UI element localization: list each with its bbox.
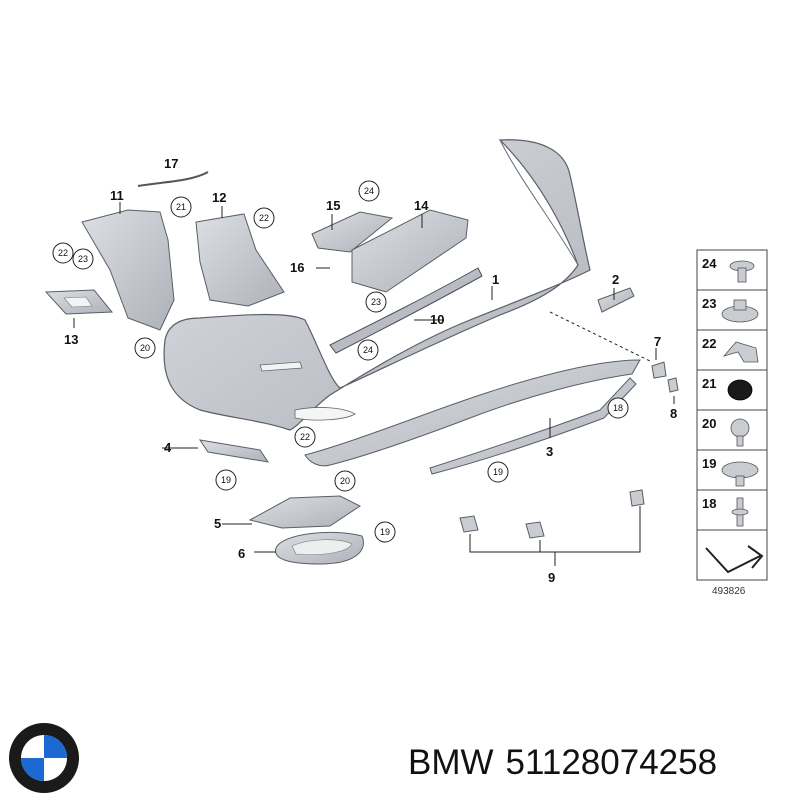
reflector-part-13-inner [63, 296, 93, 308]
fastener-22-icon [722, 341, 759, 363]
legend-22: 22 [702, 336, 716, 351]
callout-7: 7 [654, 334, 661, 349]
part-9-bracket-line [469, 506, 641, 566]
fastener-23-icon [721, 299, 759, 323]
circ-21: 21 [176, 202, 186, 212]
legend-24: 24 [702, 256, 717, 271]
bmw-logo [9, 723, 79, 793]
diagram-id: 493826 [712, 586, 746, 597]
bracket-part-14 [351, 209, 469, 293]
fastener-24-icon [729, 260, 755, 283]
number-callouts: 17 11 12 15 14 16 1 2 13 10 7 8 4 3 5 6 … [64, 156, 677, 585]
circ-19-c: 19 [380, 527, 390, 537]
callout-16: 16 [290, 260, 304, 275]
brand-name: BMW [408, 743, 494, 782]
clip-part-9-b [525, 521, 545, 539]
legend-19: 19 [702, 456, 716, 471]
circ-23-a: 23 [78, 254, 88, 264]
legend-20: 20 [702, 416, 716, 431]
callout-9: 9 [548, 570, 555, 585]
fastener-20-icon [730, 418, 750, 447]
fastener-18-icon [731, 497, 749, 527]
callout-2: 2 [612, 272, 619, 287]
fastener-19-icon [721, 461, 759, 487]
legend-23: 23 [702, 296, 716, 311]
bracket-part-11 [81, 209, 175, 331]
diffuser-trim-part [304, 359, 641, 467]
callout-4: 4 [164, 440, 172, 455]
bracket-part-12 [195, 213, 285, 307]
callout-3: 3 [546, 444, 553, 459]
circ-24-a: 24 [364, 186, 374, 196]
bumper-top-edge [499, 139, 579, 266]
clip-part-8 [667, 377, 679, 393]
callout-14: 14 [414, 198, 429, 213]
reflector-part-7 [651, 361, 667, 379]
callout-11: 11 [110, 188, 124, 203]
diffuser-lower-strip [429, 377, 637, 475]
circled-callouts [52, 180, 629, 543]
support-bracket-part [329, 267, 483, 354]
callout-8: 8 [670, 406, 677, 421]
fastener-legend: 24 23 22 21 20 19 18 [696, 249, 768, 597]
circ-19-a: 19 [221, 475, 231, 485]
callout-13: 13 [64, 332, 78, 347]
circ-22-c: 22 [300, 432, 310, 442]
circ-24-b: 24 [363, 345, 373, 355]
circ-22-b: 22 [259, 213, 269, 223]
trim-part-4 [198, 439, 270, 463]
trim-strip-part-17 [137, 171, 209, 187]
callout-1: 1 [492, 272, 499, 287]
circ-18: 18 [613, 403, 623, 413]
callout-17: 17 [164, 156, 178, 171]
circ-23-b: 23 [371, 297, 381, 307]
bumper-reflector [259, 361, 303, 372]
clip-part-9-a [459, 515, 479, 533]
clip-part-9-c [629, 489, 645, 507]
callout-12: 12 [212, 190, 226, 205]
side-trim-part-2 [597, 287, 635, 313]
part-caption: BMW 51128074258 [408, 738, 788, 788]
circ-20-b: 20 [340, 476, 350, 486]
callout-10: 10 [430, 312, 444, 327]
callout-15: 15 [326, 198, 340, 213]
circ-22-a: 22 [58, 248, 68, 258]
legend-18: 18 [702, 496, 716, 511]
bumper-cover-part [163, 139, 591, 431]
bracket-part-15 [311, 211, 394, 253]
arrow-symbol-icon [705, 545, 764, 574]
legend-21: 21 [702, 376, 716, 391]
circ-19-b: 19 [493, 467, 503, 477]
exhaust-bracket-part-5 [248, 495, 361, 529]
callout-6: 6 [238, 546, 245, 561]
circled-callout-labels: 24 21 22 23 22 23 20 24 22 18 19 19 20 1… [58, 186, 623, 537]
callout-5: 5 [214, 516, 221, 531]
part-number: 51128074258 [505, 743, 718, 782]
fastener-21-icon [727, 379, 753, 401]
exhaust-tip-opening [291, 539, 353, 555]
circ-20-a: 20 [140, 343, 150, 353]
exhaust-cutout [294, 407, 356, 421]
leader-lines [73, 202, 675, 553]
